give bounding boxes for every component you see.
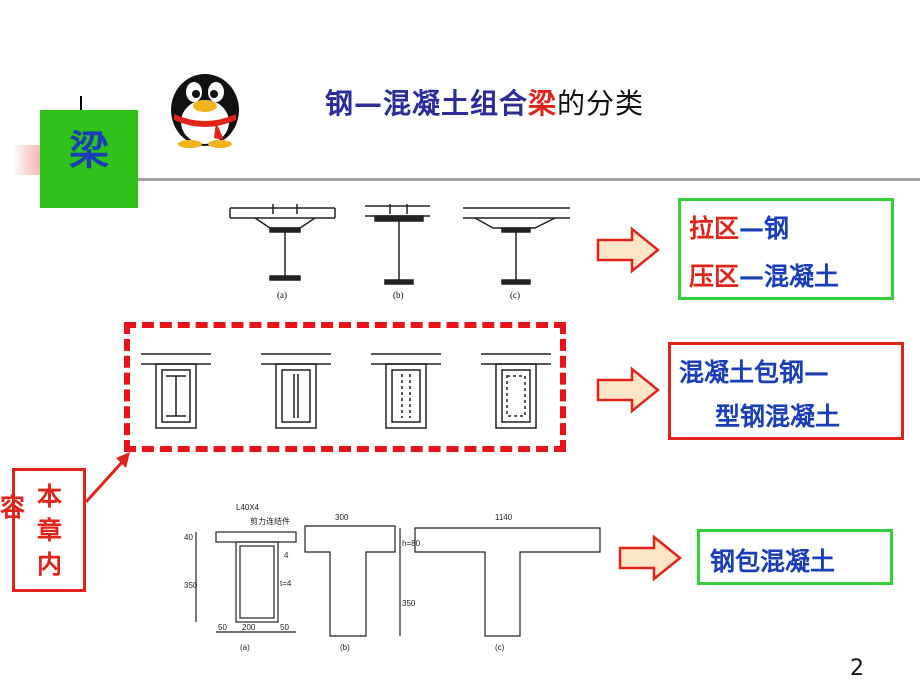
chapter-char-1: 本 [37, 482, 63, 511]
box1-line1: 拉区—钢 [689, 209, 789, 245]
section-tag-box [40, 110, 138, 208]
src-description-box: 混凝土包钢— 型钢混凝土 [668, 342, 904, 440]
fig1-label-c: (c) [510, 290, 520, 300]
box2-line2: 型钢混凝土 [715, 402, 841, 431]
decorative-tick [80, 96, 82, 112]
dim-50a: 50 [218, 623, 227, 632]
dim-350: 350 [184, 581, 198, 590]
dim-note: 剪力连结件 [250, 516, 290, 526]
chapter-char-3: 内 [37, 550, 63, 579]
title-part2: 梁 [528, 87, 558, 120]
pointer-arrow-icon [84, 452, 130, 504]
fig3-label-c: (c) [495, 643, 505, 652]
box1-line1-blue: —钢 [739, 214, 790, 243]
steel-encased-figure: L40X4 剪力连结件 40 350 50 200 50 t=4 4 300 1… [184, 503, 601, 652]
dim-h80: h=80 [402, 539, 421, 548]
dim-350b: 350 [402, 599, 416, 608]
src-beam-figure [141, 353, 551, 429]
header-rule [138, 178, 920, 181]
arrow-right-icon-2 [596, 366, 660, 414]
slide-title: 钢—混凝土组合梁的分类 [325, 82, 644, 122]
dim-1140: 1140 [495, 513, 513, 522]
arrow-right-icon-3 [618, 534, 682, 582]
chapter-content-box: 本 章 内 [12, 468, 86, 592]
box1-line2: 压区—混凝土 [689, 257, 839, 293]
title-part1: 钢—混凝土组合 [325, 87, 529, 120]
box1-line2-blue: —混凝土 [739, 262, 840, 291]
dim-300: 300 [335, 513, 349, 522]
penguin-mascot-icon [171, 74, 239, 148]
box2-line1: 混凝土包钢— [679, 358, 830, 387]
dim-t4: t=4 [280, 579, 292, 588]
title-part3: 的分类 [557, 87, 645, 120]
fig1-label-b: (b) [393, 290, 404, 300]
dim-angle: L40X4 [236, 503, 260, 512]
fig1-label-a: (a) [277, 290, 287, 300]
arrow-right-icon-1 [596, 226, 660, 274]
fig3-label-b: (b) [340, 643, 350, 652]
box1-line1-red: 拉区 [689, 214, 740, 243]
steel-encased-box: 钢包混凝土 [697, 529, 893, 585]
highlight-dashed-box [124, 322, 566, 452]
section-tag-text: 梁 [69, 128, 109, 174]
tension-compression-box: 拉区—钢 压区—混凝土 [678, 198, 894, 300]
dim-40: 40 [184, 533, 193, 542]
page-number: 2 [850, 656, 864, 681]
fig3-label-a: (a) [240, 643, 250, 652]
box3-text: 钢包混凝土 [710, 547, 836, 576]
dim-200: 200 [242, 623, 256, 632]
decorative-strip [12, 145, 40, 175]
composite-beam-figure: (a) (b) (c) [229, 204, 570, 300]
dim-50b: 50 [280, 623, 289, 632]
chapter-char-2: 章 [37, 516, 63, 545]
dim-4: 4 [284, 551, 289, 560]
box1-line2-red: 压区 [689, 262, 740, 291]
